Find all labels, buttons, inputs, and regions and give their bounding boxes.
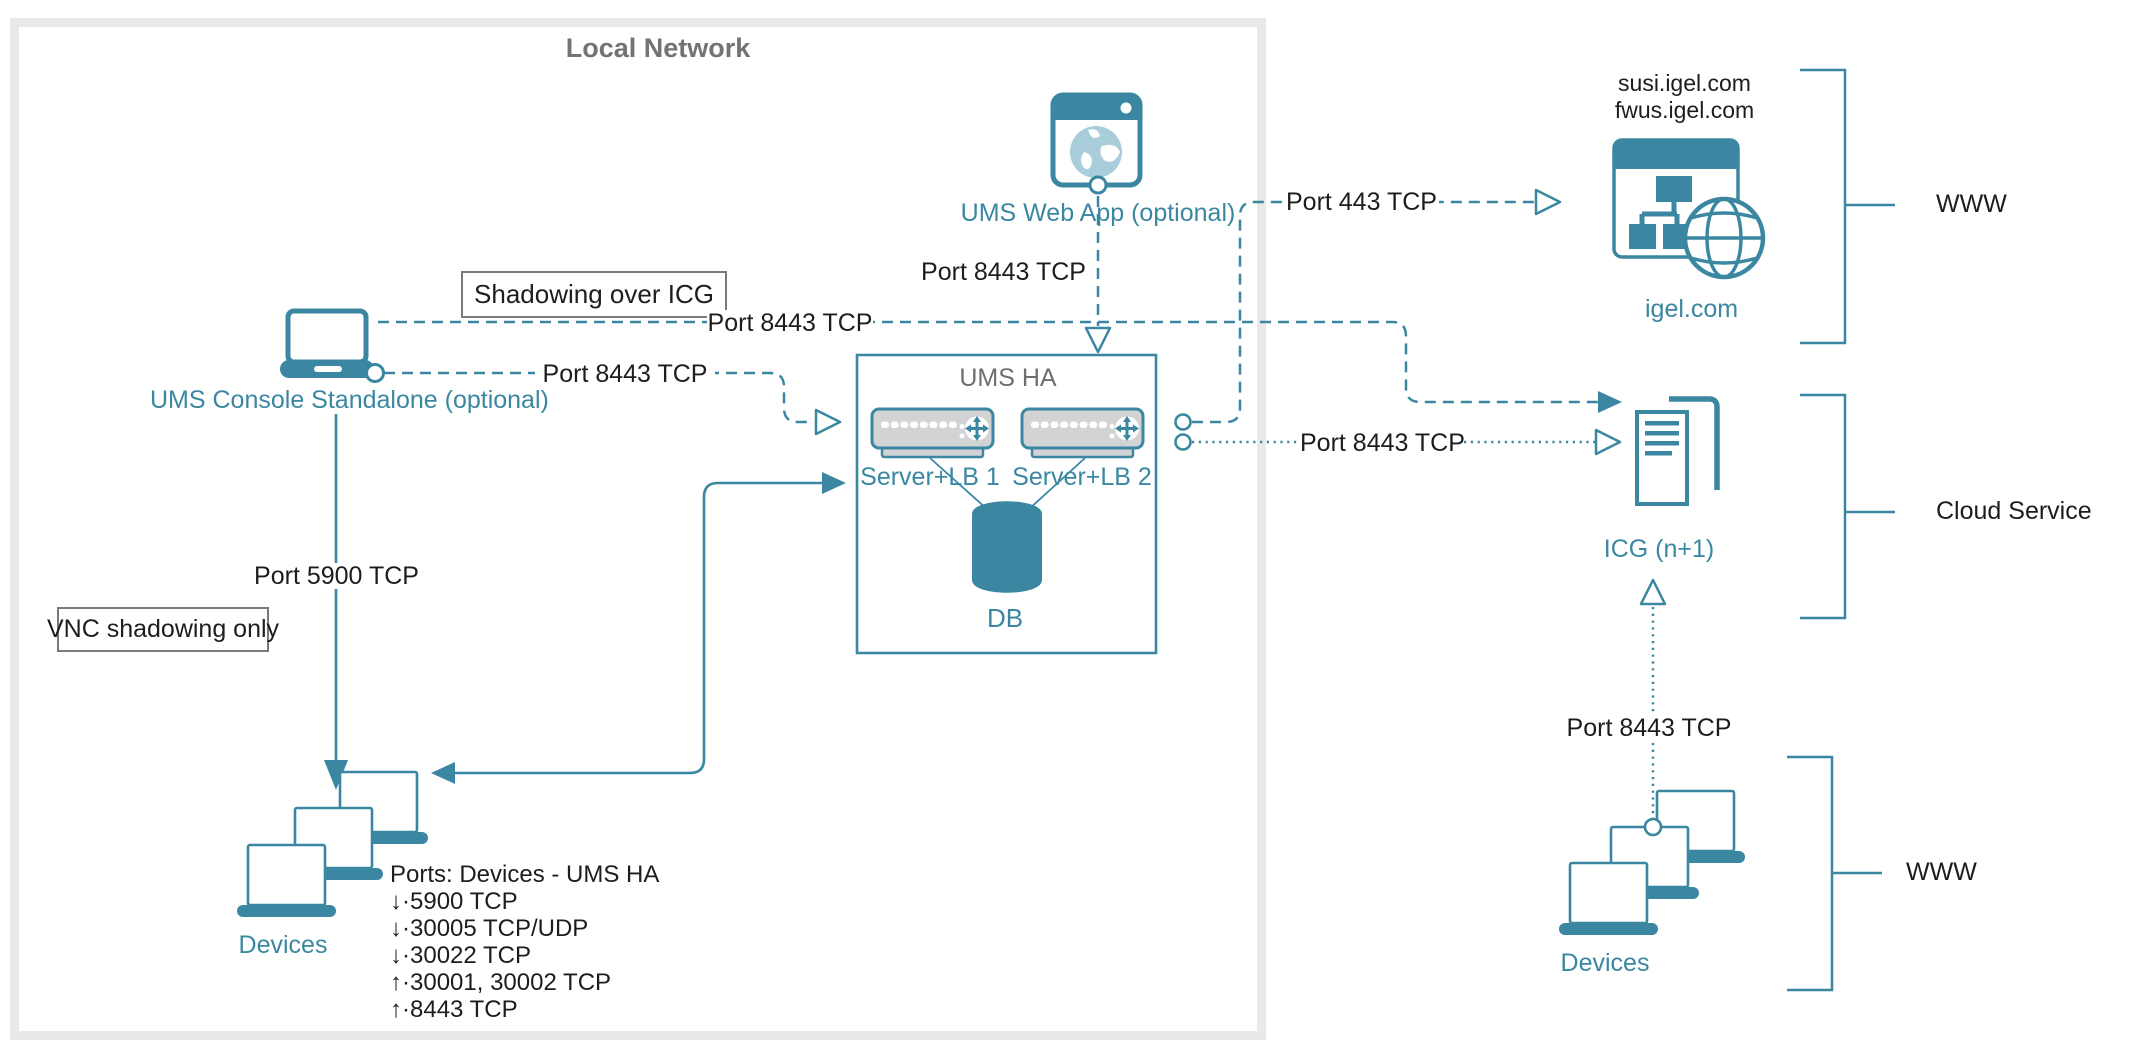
- server-lb-2-icon: [1020, 407, 1145, 459]
- ums-webapp-browser-icon: [1050, 92, 1143, 195]
- edge-console-icg: [378, 320, 1622, 413]
- igel-domains: susi.igel.com fwus.igel.com: [1612, 70, 1757, 124]
- devices-www-icon: [1557, 789, 1747, 937]
- connector-circle-icon: [1174, 433, 1192, 451]
- edge-ums-igel: [1174, 188, 1562, 431]
- open-arrowhead-icon: [1534, 188, 1562, 216]
- port-label-ums-icg: Port 8443 TCP: [1300, 429, 1465, 457]
- port-label-webapp-ums: Port 8443 TCP: [921, 258, 1086, 286]
- open-arrowhead-icon: [1639, 578, 1667, 606]
- devices-www-label: Devices: [1560, 949, 1650, 977]
- www-devices-zone-bracket: [1787, 755, 1882, 992]
- arrowhead-icon: [324, 760, 348, 790]
- www-zone-bracket: [1800, 68, 1895, 345]
- devices-local-label: Devices: [238, 931, 328, 959]
- ports-panel-item: ↑·30001, 30002 TCP: [390, 969, 612, 996]
- igel-com-label: igel.com: [1645, 295, 1739, 323]
- database-icon: [972, 501, 1042, 593]
- arrowhead-icon: [822, 472, 846, 494]
- globe-icon: [1682, 196, 1766, 280]
- connector-circle-icon: [1643, 817, 1663, 837]
- open-arrowhead-icon: [1084, 326, 1112, 354]
- port-label-console-icg: Port 8443 TCP: [707, 309, 873, 337]
- port-label-ums-igel: Port 443 TCP: [1284, 188, 1439, 216]
- ums-webapp-label: UMS Web App (optional): [960, 199, 1236, 227]
- ports-panel-item: ↑·8443 TCP: [390, 996, 518, 1023]
- ums-console-label: UMS Console Standalone (optional): [150, 386, 549, 414]
- port-label-console-ums: Port 8443 TCP: [535, 361, 715, 387]
- database-connector-lines: [929, 457, 1086, 511]
- icg-server-icon: [1635, 396, 1720, 506]
- server-lb-1-icon: [870, 407, 995, 459]
- zone-cloud-service-label: Cloud Service: [1936, 497, 2092, 525]
- local-network-title: Local Network: [565, 33, 751, 63]
- edge-webapp-ums: [1084, 196, 1112, 354]
- server-lb-1-label: Server+LB 1: [860, 463, 1000, 491]
- open-arrowhead-icon: [814, 408, 842, 436]
- igel-domain: susi.igel.com: [1618, 70, 1751, 96]
- sitemap-globe-icon: [1612, 138, 1766, 280]
- zone-www-devices-label: WWW: [1906, 858, 1977, 886]
- igel-domain: fwus.igel.com: [1614, 97, 1755, 123]
- ports-panel: Ports: Devices - UMS HA ↓·5900 TCP ↓·300…: [390, 861, 710, 1023]
- cloud-service-zone-bracket: [1800, 393, 1895, 620]
- port-label-devices-icg: Port 8443 TCP: [1565, 714, 1733, 742]
- connector-circle-icon: [1088, 175, 1108, 195]
- connector-circle-icon: [365, 363, 385, 383]
- ums-console-laptop-icon: [280, 308, 385, 383]
- ums-ha-title: UMS HA: [959, 364, 1057, 392]
- database-label: DB: [986, 603, 1024, 633]
- shadowing-callout: Shadowing over ICG: [461, 271, 727, 318]
- open-arrowhead-icon: [1594, 428, 1622, 456]
- server-lb-2-label: Server+LB 2: [1012, 463, 1152, 491]
- edge-devices-ums: [431, 472, 846, 784]
- edge-console-ums: [384, 371, 842, 436]
- icg-label: ICG (n+1): [1603, 535, 1715, 563]
- connector-circle-icon: [1174, 413, 1192, 431]
- edge-devices-icg: [1639, 578, 1667, 818]
- ports-panel-item: ↓·5900 TCP: [390, 888, 518, 915]
- ports-panel-title: Ports: Devices - UMS HA: [390, 861, 660, 888]
- edge-ums-icg: [1174, 428, 1622, 456]
- zone-www-label: WWW: [1936, 190, 2007, 218]
- arrowhead-icon: [431, 762, 455, 784]
- edge-console-devices: [324, 414, 348, 790]
- port-label-console-devices: Port 5900 TCP: [254, 562, 419, 590]
- local-network-boundary: [10, 18, 1266, 1040]
- arrowhead-icon: [1598, 391, 1622, 413]
- vnc-callout: VNC shadowing only: [47, 607, 279, 652]
- ports-panel-item: ↓·30005 TCP/UDP: [390, 915, 589, 942]
- ports-panel-item: ↓·30022 TCP: [390, 942, 531, 969]
